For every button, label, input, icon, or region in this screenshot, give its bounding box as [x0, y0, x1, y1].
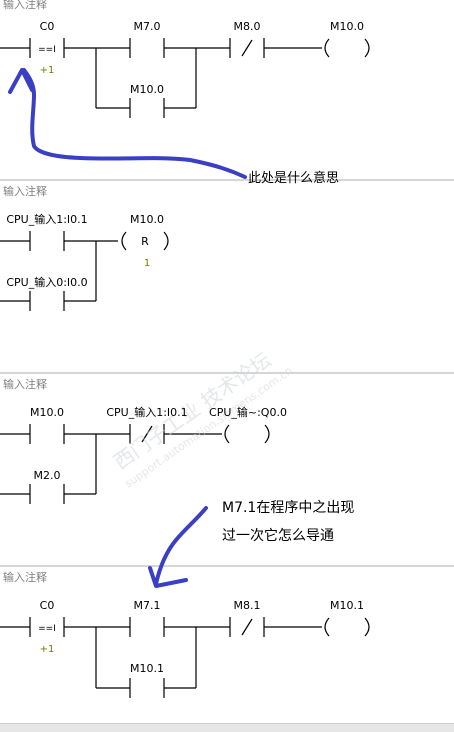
network-1-title[interactable]: 输入注释 — [3, 0, 47, 11]
annotation-question-2-line2: 过一次它怎么导通 — [222, 527, 334, 544]
cmp-value-4: +1 — [40, 644, 55, 655]
label-m8-0: M8.0 — [234, 20, 261, 33]
annotation-arrow-2 — [148, 506, 208, 588]
contact-i0-1[interactable] — [29, 231, 65, 251]
coil-m10-1[interactable] — [324, 617, 370, 637]
label-m10-1-parallel: M10.1 — [130, 662, 164, 675]
network-3-rungs — [0, 424, 270, 504]
coil-q0-0[interactable] — [224, 424, 270, 444]
contact-m2-0[interactable] — [29, 484, 65, 504]
coil-type-r: R — [141, 235, 149, 248]
contact-m10-0[interactable] — [29, 424, 65, 444]
contact-m7-1[interactable] — [129, 617, 165, 637]
label-coil-m10-0-reset: M10.0 — [130, 213, 164, 226]
reset-coil-m10-0[interactable] — [121, 231, 169, 251]
network-3-title[interactable]: 输入注释 — [3, 378, 47, 391]
contact-m10-0-parallel[interactable] — [129, 98, 165, 118]
cmp-operand-1: C0 — [40, 20, 55, 33]
network-4-title[interactable]: 输入注释 — [3, 571, 47, 584]
label-m10-0-parallel: M10.0 — [130, 83, 164, 96]
negated-contact-m8-1[interactable] — [229, 617, 265, 637]
coil-value: 1 — [144, 258, 150, 269]
annotation-question-1: 此处是什么意思 — [248, 170, 339, 186]
contact-m7-0[interactable] — [129, 38, 165, 58]
label-i0-0: CPU_输入0:I0.0 — [6, 275, 87, 289]
watermark: 西门子工业 技术论坛 support.automation.siemens.co… — [109, 348, 295, 491]
label-m8-1: M8.1 — [234, 599, 261, 612]
network-2-header: 输入注释 — [0, 179, 454, 198]
negated-contact-m8-0[interactable] — [229, 38, 265, 58]
network-1-rungs — [0, 38, 370, 118]
label-i0-1-negated: CPU_输入1:I0.1 — [106, 405, 187, 419]
annotation-question-2-line1: M7.1在程序中之出现 — [222, 500, 354, 516]
label-m7-1: M7.1 — [134, 599, 161, 612]
contact-m10-1-parallel[interactable] — [129, 678, 165, 698]
label-m2-0: M2.0 — [34, 469, 61, 482]
coil-m10-0[interactable] — [324, 38, 370, 58]
network-2-rungs — [0, 231, 169, 311]
contact-i0-0[interactable] — [29, 291, 65, 311]
horizontal-scrollbar[interactable] — [0, 723, 454, 732]
cmp-value-1: +1 — [40, 65, 55, 76]
label-coil-m10-1: M10.1 — [330, 599, 364, 612]
label-m10-0: M10.0 — [30, 406, 64, 419]
network-3-header: 输入注释 — [0, 372, 454, 391]
label-coil-q0-0: CPU_输~:Q0.0 — [209, 405, 287, 419]
cmp-op-4: ==I — [38, 624, 56, 634]
annotation-arrow-1 — [8, 68, 247, 179]
label-coil-m10-0: M10.0 — [330, 20, 364, 33]
cmp-op-1: ==I — [38, 45, 56, 55]
network-1-header: 输入注释 — [0, 0, 454, 11]
network-2-title[interactable]: 输入注释 — [3, 185, 47, 198]
label-i0-1: CPU_输入1:I0.1 — [6, 212, 87, 226]
network-4-header: 输入注释 — [0, 565, 454, 584]
cmp-operand-4: C0 — [40, 599, 55, 612]
label-m7-0: M7.0 — [134, 20, 161, 33]
network-4-rungs — [0, 617, 370, 698]
